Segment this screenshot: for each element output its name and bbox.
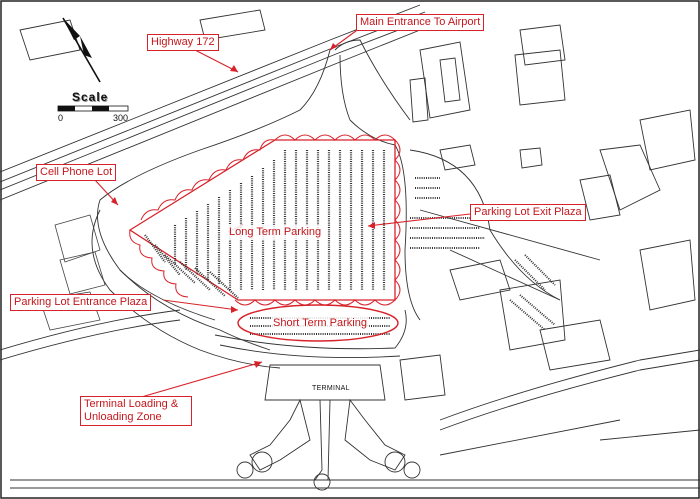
- callout-arrowheads: [111, 43, 375, 368]
- scale-bar: [57, 105, 129, 112]
- short-term-parking-label: Short Term Parking: [271, 317, 369, 330]
- entrance-plaza-label: Parking Lot Entrance Plaza: [10, 294, 152, 311]
- main-entrance-label: Main Entrance To Airport: [356, 14, 485, 31]
- long-term-parking-label: Long Term Parking: [226, 225, 325, 240]
- buildings: [19, 9, 696, 401]
- terminal-label: TERMINAL: [312, 385, 350, 392]
- loading-zone-label: Terminal Loading & Unloading Zone: [80, 396, 192, 426]
- airfield: [0, 309, 700, 489]
- long-term-lot: [128, 134, 401, 306]
- highway-172-label: Highway 172: [147, 34, 219, 51]
- access-roads: [91, 39, 601, 369]
- terminal-building: [236, 364, 421, 491]
- cell-phone-lot-label: Cell Phone Lot: [36, 164, 117, 181]
- scale-min-label: 0: [58, 113, 64, 123]
- loading-zone-line-1: Terminal Loading &: [84, 398, 179, 410]
- scale-title: Scale: [72, 90, 109, 104]
- scale-max-label: 300: [113, 113, 129, 123]
- callout-leaders: [94, 27, 471, 399]
- north-arrow-icon: [62, 17, 101, 83]
- cell-phone-lot-area: [39, 214, 106, 331]
- exit-plaza-label: Parking Lot Exit Plaza: [470, 204, 586, 221]
- loading-zone-line-2: Unloading Zone: [84, 411, 162, 423]
- east-parking: [410, 177, 556, 331]
